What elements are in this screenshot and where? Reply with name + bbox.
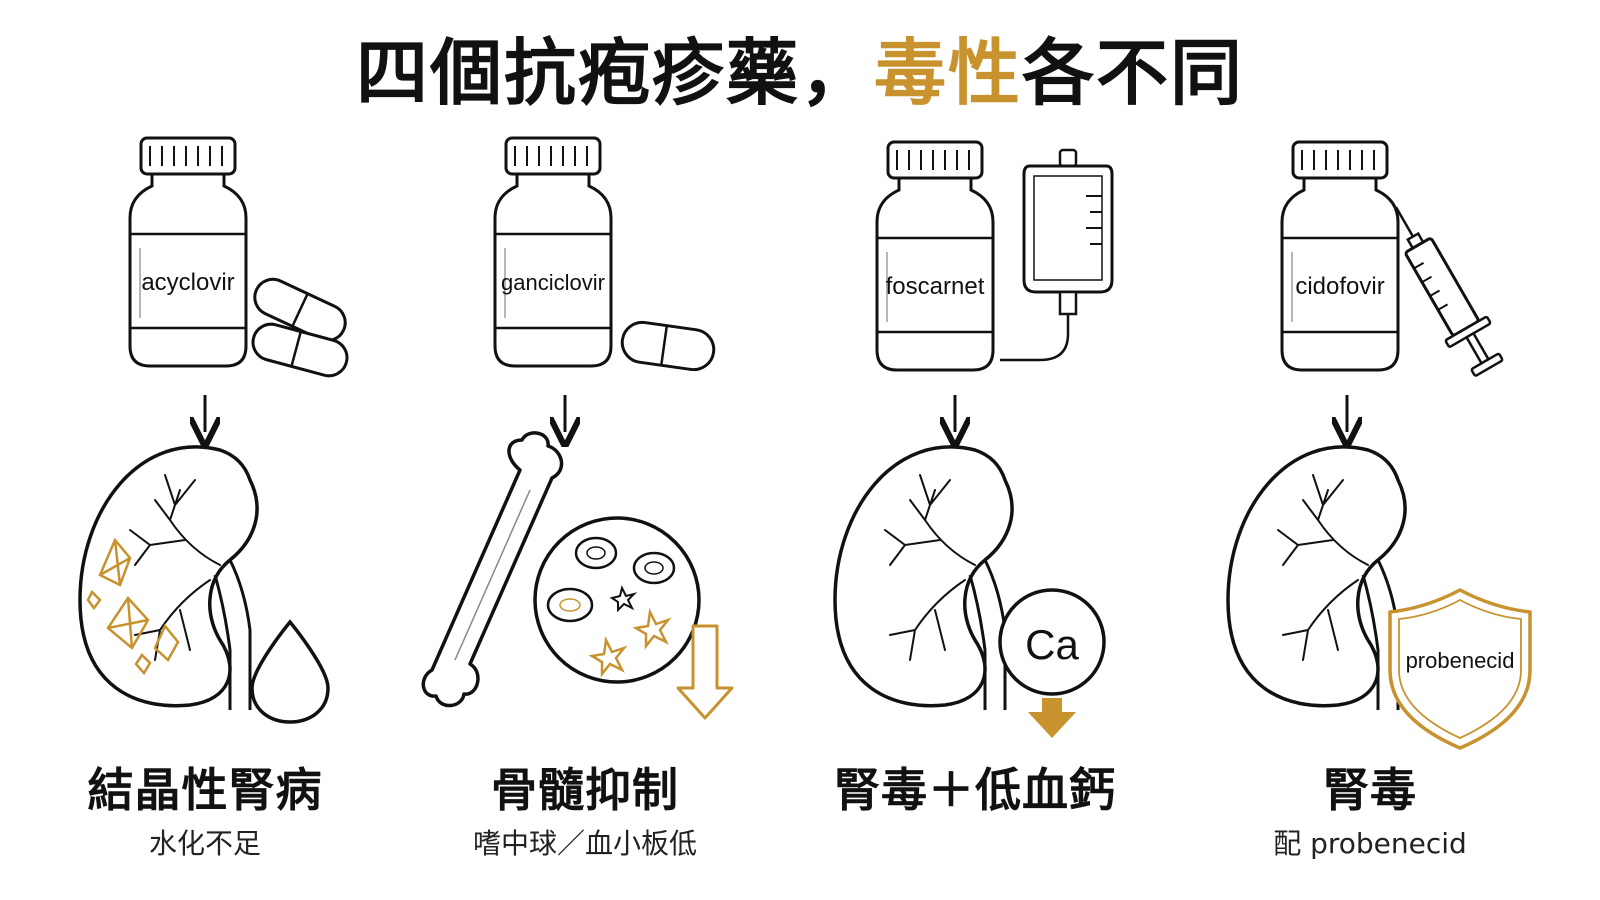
toxicity-label-cidofovir: 腎毒 配 probenecid bbox=[1180, 762, 1560, 862]
vial-label-ganciclovir: ganciclovir bbox=[501, 270, 605, 295]
toxicity-title: 骨髓抑制 bbox=[491, 763, 679, 817]
title-accent: 毒性 bbox=[873, 31, 1022, 115]
vial-icon bbox=[1280, 140, 1400, 372]
column-ganciclovir: ganciclovir bbox=[421, 136, 734, 720]
title-prefix: 四個抗疱疹藥， bbox=[355, 31, 874, 115]
toxicity-label-foscarnet: 腎毒＋低血鈣 bbox=[785, 762, 1165, 826]
calcium-badge bbox=[998, 588, 1106, 696]
toxicity-label-acyclovir: 結晶性腎病 水化不足 bbox=[15, 762, 395, 862]
toxicity-label-ganciclovir: 骨髓抑制 嗜中球／血小板低 bbox=[395, 762, 775, 862]
toxicity-note: 水化不足 bbox=[148, 827, 261, 860]
vial-icon bbox=[493, 136, 613, 368]
crystal-icon bbox=[86, 537, 180, 676]
vial-icon bbox=[875, 140, 995, 372]
vial-label-foscarnet: foscarnet bbox=[886, 273, 985, 300]
kidney-icon bbox=[1226, 445, 1407, 712]
kidney-calcium-icon bbox=[833, 445, 1014, 712]
toxicity-title: 腎毒 bbox=[1323, 763, 1417, 817]
title-suffix: 各不同 bbox=[1022, 31, 1245, 115]
column-foscarnet: foscarnet Ca bbox=[833, 140, 1114, 738]
water-drop-icon bbox=[250, 619, 330, 724]
iv-bag-icon bbox=[1000, 148, 1114, 362]
capsule-pills-icon bbox=[251, 277, 349, 378]
arrow-decrease-icon bbox=[676, 624, 734, 720]
toxicity-title: 結晶性腎病 bbox=[87, 763, 323, 817]
arrow-decrease-icon bbox=[1028, 698, 1076, 738]
vial-icon bbox=[128, 136, 248, 368]
shield-icon bbox=[1388, 588, 1532, 750]
vial-label-acyclovir: acyclovir bbox=[141, 269, 234, 296]
toxicity-note: 嗜中球／血小板低 bbox=[472, 827, 697, 860]
bone-icon bbox=[421, 431, 564, 708]
vial-label-cidofovir: cidofovir bbox=[1295, 273, 1384, 300]
syringe-icon bbox=[1394, 206, 1504, 377]
column-cidofovir: cidofovir probenecid bbox=[1226, 140, 1532, 750]
calcium-badge-label: Ca bbox=[1025, 621, 1079, 668]
capsule-icon bbox=[620, 320, 716, 372]
shield-label: probenecid bbox=[1406, 648, 1515, 673]
toxicity-title: 腎毒＋低血鈣 bbox=[834, 763, 1116, 817]
page-title: 四個抗疱疹藥，毒性各不同 bbox=[0, 28, 1600, 118]
toxicity-note: 配 probenecid bbox=[1273, 827, 1467, 860]
column-acyclovir: acyclovir bbox=[78, 136, 349, 724]
bone-marrow-icon bbox=[533, 516, 701, 684]
